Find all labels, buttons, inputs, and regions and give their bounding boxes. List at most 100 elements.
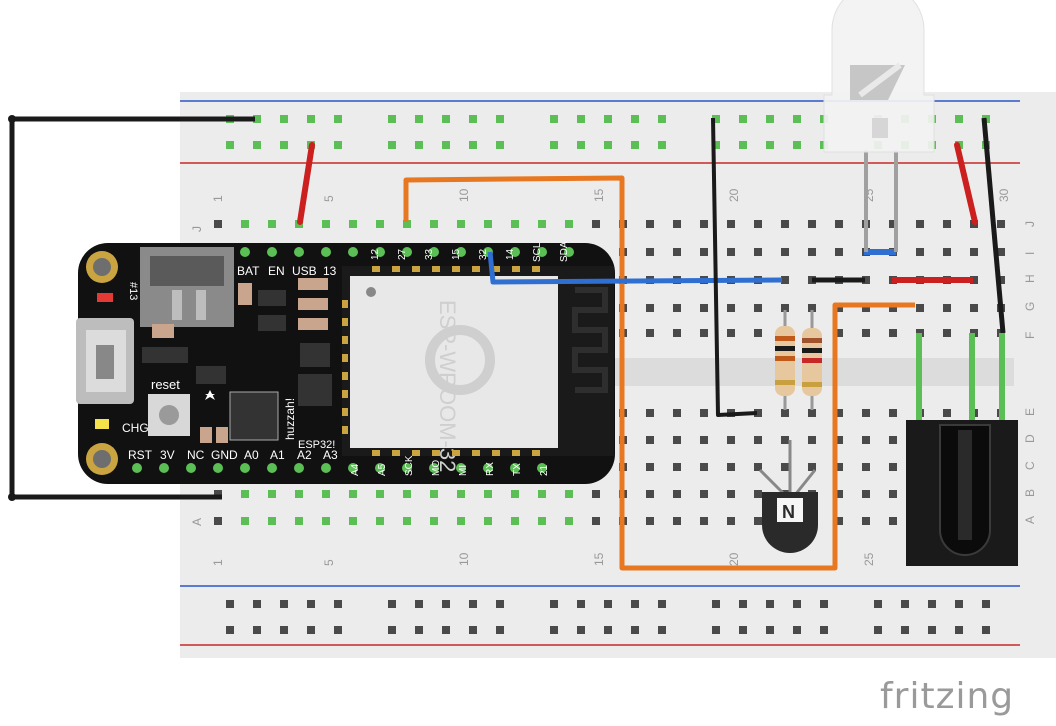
breadboard-hole xyxy=(754,490,762,498)
pin-label-a2: A2 xyxy=(297,448,312,462)
transistor-npn: N xyxy=(758,440,818,553)
header-pin xyxy=(375,463,385,473)
header-pin xyxy=(564,247,574,257)
breadboard-hole xyxy=(943,329,951,337)
breadboard-hole xyxy=(430,517,438,525)
breadboard-hole xyxy=(970,304,978,312)
breadboard-hole xyxy=(604,141,612,149)
breadboard-hole xyxy=(835,220,843,228)
breadboard-hole xyxy=(388,600,396,608)
breadboard-hole xyxy=(835,490,843,498)
breadboard-hole xyxy=(403,517,411,525)
pin-label-en: EN xyxy=(268,264,285,278)
breadboard-hole xyxy=(793,626,801,634)
breadboard-hole xyxy=(496,115,504,123)
breadboard-hole xyxy=(631,115,639,123)
module-pad xyxy=(342,426,348,434)
wire-orange-top[interactable] xyxy=(403,175,915,571)
breadboard-hole xyxy=(214,220,222,228)
breadboard-hole xyxy=(997,220,1005,228)
breadboard-hole xyxy=(835,463,843,471)
breadboard-hole xyxy=(226,141,234,149)
breadboard-hole xyxy=(727,517,735,525)
breadboard-hole xyxy=(754,220,762,228)
breadboard-hole xyxy=(577,600,585,608)
breadboard-hole xyxy=(781,276,789,284)
breadboard-hole xyxy=(469,115,477,123)
breadboard-hole xyxy=(604,600,612,608)
breadboard-hole xyxy=(673,463,681,471)
module-pad xyxy=(392,266,400,272)
breadboard-hole xyxy=(739,600,747,608)
header-pin xyxy=(375,247,385,257)
breadboard-hole xyxy=(253,626,261,634)
breadboard-hole xyxy=(997,248,1005,256)
wire-red-power[interactable] xyxy=(297,142,978,283)
row-letter-a-left: A xyxy=(190,518,204,526)
breadboard-hole xyxy=(322,517,330,525)
breadboard-hole xyxy=(781,409,789,417)
col-num-30-top: 30 xyxy=(997,188,1011,202)
row-letter-d: D xyxy=(1023,434,1037,443)
breadboard-hole xyxy=(793,600,801,608)
pin-label-tx: TX xyxy=(512,463,523,476)
header-pin xyxy=(321,247,331,257)
breadboard-hole xyxy=(226,626,234,634)
row-letter-b: B xyxy=(1023,489,1037,497)
pin-label-15: 15 xyxy=(451,248,462,260)
header-pin xyxy=(348,463,358,473)
breadboard-hole xyxy=(241,490,249,498)
breadboard-hole xyxy=(469,626,477,634)
header-pin xyxy=(267,247,277,257)
breadboard-hole xyxy=(916,248,924,256)
breadboard-hole xyxy=(943,248,951,256)
breadboard-hole xyxy=(415,115,423,123)
module-pad xyxy=(342,390,348,398)
esp32-feather-board: ESP-WROOM-32 #13 reset CHG huzzah! ESP32… xyxy=(76,241,615,484)
pin-label-bat: BAT xyxy=(237,264,260,278)
wire-blue-signal[interactable] xyxy=(487,249,896,285)
breadboard-hole xyxy=(658,115,666,123)
breadboard-hole xyxy=(700,304,708,312)
wire-black-loop[interactable] xyxy=(8,115,255,501)
breadboard-hole xyxy=(955,626,963,634)
breadboard-hole xyxy=(889,220,897,228)
pin-label-scl: SCL xyxy=(532,242,543,262)
breadboard-hole xyxy=(673,220,681,228)
pin-label-rst: RST xyxy=(128,448,153,462)
breadboard-hole xyxy=(727,329,735,337)
breadboard-hole xyxy=(646,304,654,312)
breadboard-hole xyxy=(739,141,747,149)
breadboard-hole xyxy=(955,600,963,608)
breadboard-hole xyxy=(322,220,330,228)
col-num-15-top: 15 xyxy=(592,188,606,202)
pin-label-mo: MO xyxy=(431,460,442,476)
ir-receiver xyxy=(906,333,1018,566)
pin-label-usb: USB xyxy=(292,264,317,278)
breadboard-hole xyxy=(403,220,411,228)
breadboard-hole xyxy=(295,490,303,498)
breadboard-hole xyxy=(712,115,720,123)
breadboard-hole xyxy=(457,517,465,525)
col-num-20-bottom: 20 xyxy=(727,552,741,566)
breadboard-hole xyxy=(646,220,654,228)
breadboard-hole xyxy=(511,490,519,498)
breadboard-hole xyxy=(916,220,924,228)
breadboard-hole xyxy=(307,626,315,634)
pin-label-nc: NC xyxy=(187,448,205,462)
module-pad xyxy=(432,450,440,456)
breadboard-hole xyxy=(430,490,438,498)
breadboard-hole xyxy=(700,220,708,228)
breadboard-hole xyxy=(862,304,870,312)
breadboard-hole xyxy=(415,600,423,608)
breadboard-hole xyxy=(646,517,654,525)
breadboard-hole xyxy=(241,220,249,228)
header-pin xyxy=(294,463,304,473)
breadboard-hole xyxy=(928,600,936,608)
row-letter-e: E xyxy=(1023,408,1037,416)
module-pad xyxy=(372,450,380,456)
breadboard-hole xyxy=(781,304,789,312)
wire-black-ground[interactable] xyxy=(711,117,1006,417)
breadboard-hole xyxy=(700,329,708,337)
header-pin xyxy=(159,463,169,473)
